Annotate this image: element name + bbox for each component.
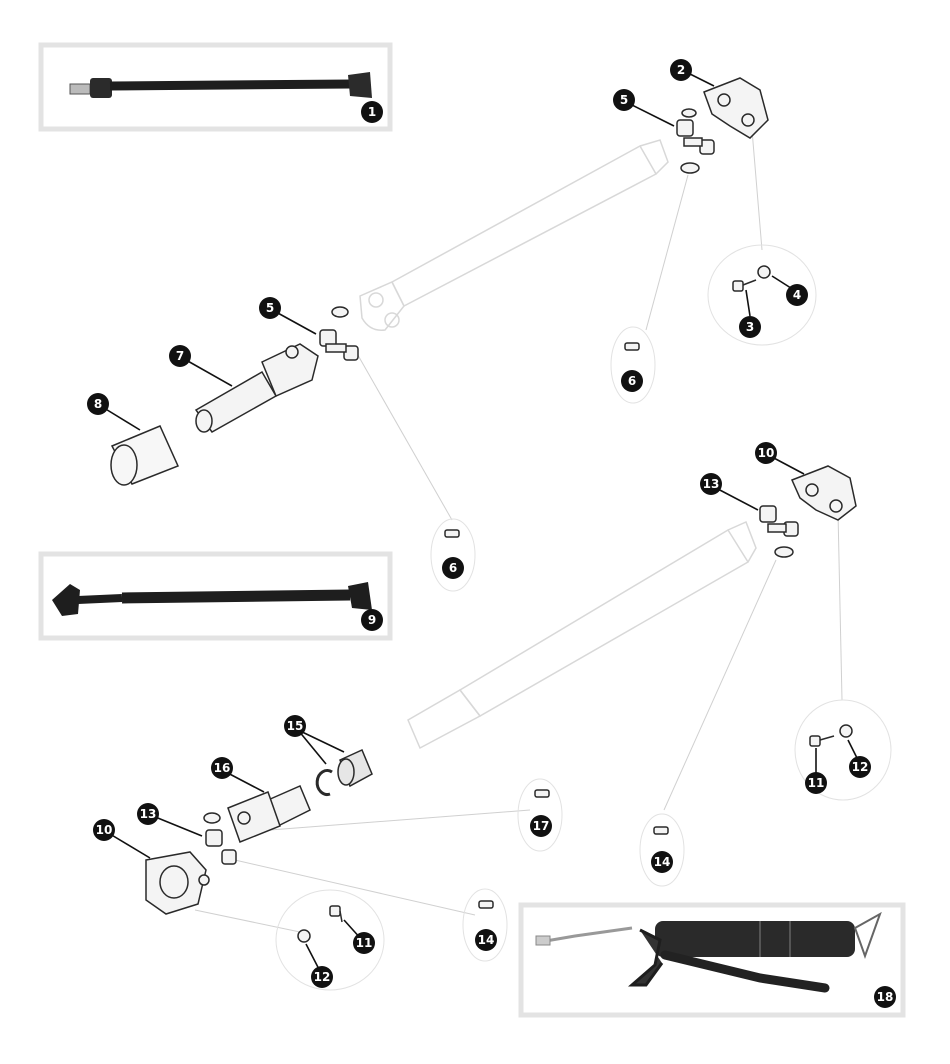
inset-rear-propshaft — [38, 551, 393, 641]
callout-label: 7 — [176, 349, 184, 363]
callout-17: 17 — [530, 815, 552, 837]
grease-nipple-a — [624, 342, 640, 351]
callout-1: 1 — [361, 101, 383, 123]
universal-joint-middle — [319, 306, 359, 361]
callout-label: 6 — [628, 374, 636, 388]
callout-label: 18 — [877, 990, 894, 1004]
sleeve-yoke — [227, 785, 311, 843]
nut-upper — [757, 265, 771, 279]
callout-11-left: 11 — [353, 932, 375, 954]
universal-joint-lower-left — [203, 812, 237, 865]
callout-label: 3 — [746, 320, 754, 334]
callout-6-middle: 6 — [442, 557, 464, 579]
callout-badges: 1 2 3 4 5 5 6 6 7 8 9 10 10 11 11 12 12 … — [87, 59, 896, 1008]
callout-label: 10 — [758, 446, 775, 460]
rear-propshaft-image — [52, 582, 372, 616]
slip-yoke-shaft — [194, 343, 319, 433]
universal-joint-lower-right — [759, 505, 799, 558]
callout-label: 4 — [793, 288, 801, 302]
callout-label: 11 — [808, 776, 825, 790]
callout-8: 8 — [87, 393, 109, 415]
nut-lower-left — [297, 929, 311, 943]
callout-11-right: 11 — [805, 772, 827, 794]
callout-9: 9 — [361, 609, 383, 631]
bolt-upper — [732, 279, 757, 292]
flange-yoke-upper — [703, 77, 769, 139]
grease-nipple-e — [478, 900, 494, 909]
callout-label: 16 — [214, 761, 231, 775]
callout-label: 11 — [356, 936, 373, 950]
callout-label: 15 — [287, 719, 304, 733]
ghost-ellipses — [275, 244, 892, 991]
grease-nipple-c — [534, 789, 550, 798]
callout-10-upper: 10 — [755, 442, 777, 464]
nut-lower-right — [839, 724, 853, 738]
bolt-lower-left — [329, 905, 343, 923]
callout-5-upper: 5 — [613, 89, 635, 111]
flange-lower-left — [145, 851, 210, 915]
callout-label: 14 — [478, 933, 495, 947]
callout-label: 17 — [533, 819, 550, 833]
callout-label: 12 — [314, 970, 331, 984]
callout-5-middle: 5 — [259, 297, 281, 319]
callout-label: 8 — [94, 397, 102, 411]
circlip — [315, 769, 333, 796]
ghost-leader-lines — [194, 129, 843, 933]
callout-16: 16 — [211, 757, 233, 779]
callout-13-lower: 13 — [137, 803, 159, 825]
callout-4: 4 — [786, 284, 808, 306]
universal-joint-upper — [676, 108, 715, 174]
callout-label: 6 — [449, 561, 457, 575]
callout-label: 5 — [620, 93, 628, 107]
callout-2: 2 — [670, 59, 692, 81]
callout-13-upper: 13 — [700, 473, 722, 495]
callout-label: 9 — [368, 613, 376, 627]
inset-front-propshaft — [38, 42, 393, 132]
callout-label: 13 — [703, 477, 720, 491]
callout-label: 14 — [654, 855, 671, 869]
callout-label: 10 — [96, 823, 113, 837]
callout-15: 15 — [284, 715, 306, 737]
grease-gun-image — [535, 911, 882, 993]
grease-nipple-b — [444, 529, 460, 538]
callout-14-right: 14 — [651, 851, 673, 873]
callout-12-left: 12 — [311, 966, 333, 988]
callout-label: 5 — [266, 301, 274, 315]
callout-arrows — [103, 71, 861, 976]
callout-label: 1 — [368, 105, 376, 119]
callout-label: 13 — [140, 807, 157, 821]
callout-14-bottom: 14 — [475, 929, 497, 951]
lower-shaft-ghost — [407, 520, 757, 750]
dust-cap — [337, 748, 373, 788]
callout-12-right: 12 — [849, 756, 871, 778]
callout-label: 12 — [852, 760, 869, 774]
grease-nipple-d — [653, 826, 669, 835]
bolt-lower-right — [809, 735, 835, 747]
callout-6-upper: 6 — [621, 370, 643, 392]
upper-shaft-ghost — [359, 139, 669, 331]
callout-7: 7 — [169, 345, 191, 367]
inset-grease-gun — [518, 902, 906, 1018]
callout-label: 2 — [677, 63, 685, 77]
callout-3: 3 — [739, 316, 761, 338]
callout-18: 18 — [874, 986, 896, 1008]
callout-10-lower: 10 — [93, 819, 115, 841]
dust-boot — [110, 425, 180, 486]
flange-yoke-lower — [790, 465, 857, 521]
front-propshaft-image — [69, 72, 372, 98]
